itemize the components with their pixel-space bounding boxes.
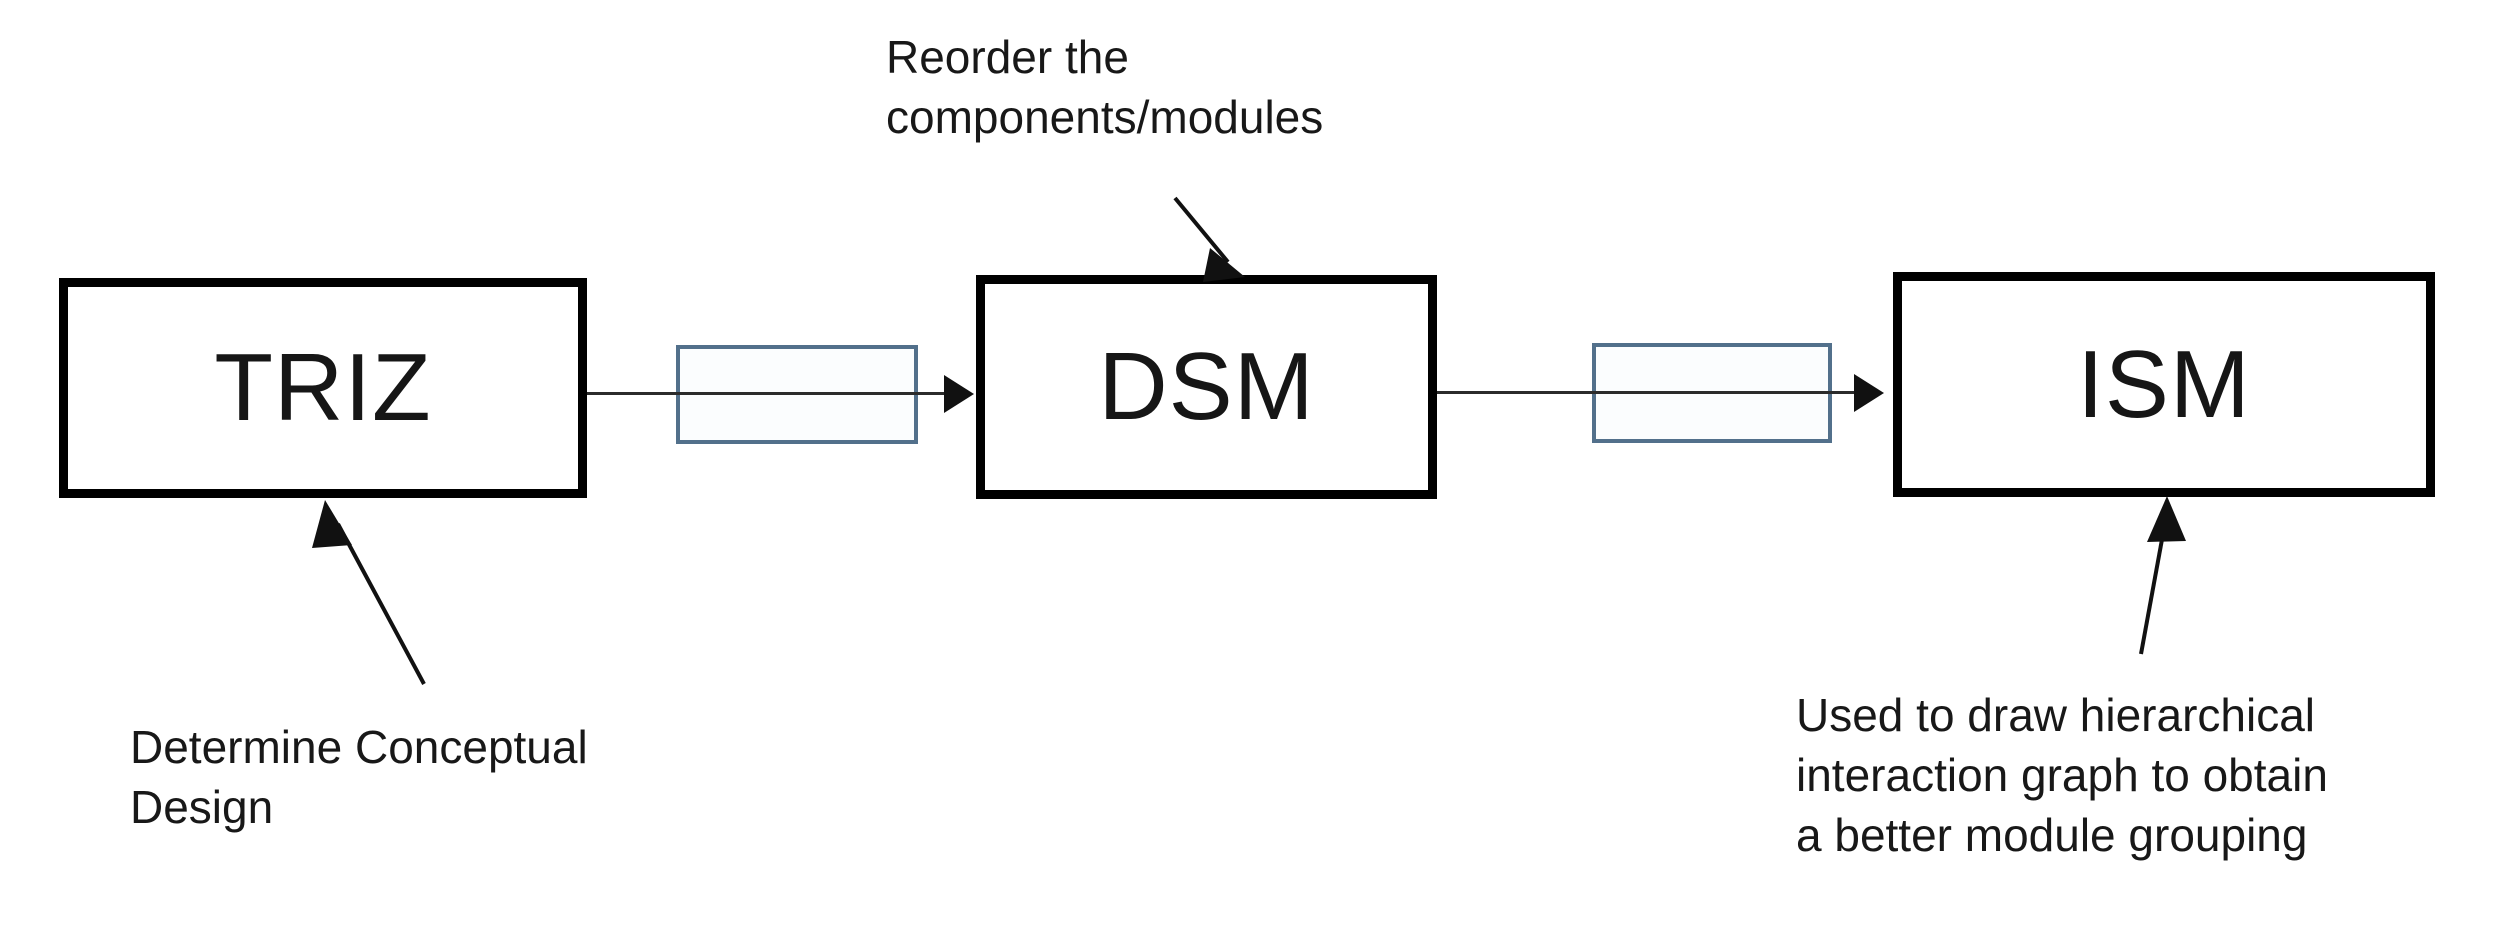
flow-arrowhead-icon-dsm-to-ism xyxy=(1854,374,1884,412)
annotation-ism-text: Used to draw hierarchical interaction gr… xyxy=(1796,689,2328,861)
callout-arrow-reorder-icon xyxy=(1173,196,1245,282)
process-box-dsm-label: DSM xyxy=(1098,333,1315,440)
process-box-triz-label: TRIZ xyxy=(214,334,432,441)
flow-line-triz-to-dsm xyxy=(587,392,947,395)
annotation-triz-text: Determine Conceptual Design xyxy=(130,721,588,833)
annotation-reorder-text: Reorder the components/modules xyxy=(886,31,1324,143)
process-box-dsm[interactable]: DSM xyxy=(976,275,1437,499)
process-box-ism-label: ISM xyxy=(2077,330,2251,438)
flow-arrowhead-icon-triz-to-dsm xyxy=(944,375,974,413)
process-box-triz[interactable]: TRIZ xyxy=(59,278,587,498)
callout-arrow-ism-icon xyxy=(2139,496,2186,655)
process-box-ism[interactable]: ISM xyxy=(1893,272,2435,497)
callout-arrow-triz-icon xyxy=(312,500,426,685)
flow-line-dsm-to-ism xyxy=(1437,391,1857,394)
